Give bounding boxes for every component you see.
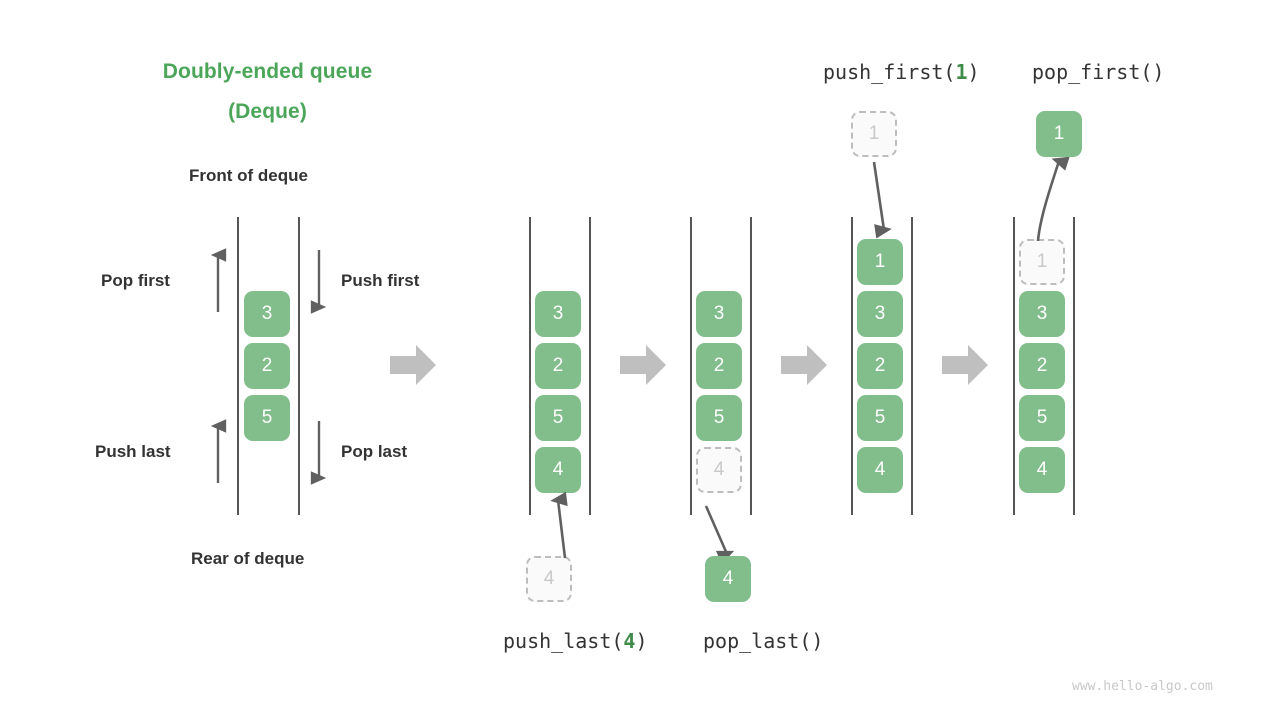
- push-first-input-cell: 1: [851, 111, 897, 157]
- page-title-line2: (Deque): [228, 100, 307, 123]
- step-arrow-icon: [942, 345, 988, 385]
- push-first-label: Push first: [341, 271, 420, 290]
- deque-cell: 3: [857, 291, 903, 337]
- deque-cell: 5: [857, 395, 903, 441]
- deque-rail-col3-right: [911, 217, 913, 515]
- deque-cell: 3: [535, 291, 581, 337]
- step-arrow-icon: [390, 345, 436, 385]
- push-last-arrow-icon: [210, 419, 227, 483]
- deque-cell: 4: [1019, 447, 1065, 493]
- deque-cell: 3: [696, 291, 742, 337]
- deque-cell: 5: [244, 395, 290, 441]
- push-first-arrow-icon: [310, 250, 327, 314]
- deque-cell: 2: [1019, 343, 1065, 389]
- pop-last-caption-name: pop_last(): [703, 629, 824, 653]
- pop-last-output-cell: 4: [705, 556, 751, 602]
- deque-cell: 4: [535, 447, 581, 493]
- pop-first-caption: pop_first(): [1032, 60, 1164, 84]
- deque-cell: 5: [696, 395, 742, 441]
- push-last-label: Push last: [95, 442, 171, 461]
- deque-rail-col2-left: [690, 217, 692, 515]
- deque-rail-col1-right: [589, 217, 591, 515]
- rear-of-deque-label: Rear of deque: [191, 549, 305, 568]
- pop-last-flow-arrow-icon: [704, 505, 735, 565]
- deque-cell: 3: [1019, 291, 1065, 337]
- pop-first-output-cell: 1: [1036, 111, 1082, 157]
- deque-rail-col4-right: [1073, 217, 1075, 515]
- deque-cell: 2: [857, 343, 903, 389]
- pop-first-flow-arrow-icon: [1036, 156, 1070, 242]
- pop-first-arrow-icon: [210, 248, 227, 312]
- deque-cell: 4: [857, 447, 903, 493]
- page-title-line1: Doubly-ended queue: [162, 60, 373, 83]
- push-last-caption-close: ): [635, 629, 648, 653]
- deque-cell: 3: [244, 291, 290, 337]
- deque-cell: 2: [535, 343, 581, 389]
- push-first-caption-name: push_first(: [823, 60, 956, 84]
- step-arrow-icon: [781, 345, 827, 385]
- pop-last-label: Pop last: [341, 442, 408, 461]
- pop-last-caption: pop_last(): [703, 629, 823, 653]
- push-first-caption-arg: 1: [955, 60, 968, 84]
- deque-rail-col2-right: [750, 217, 752, 515]
- push-last-caption: push_last(4): [503, 629, 648, 653]
- deque-cell: 2: [696, 343, 742, 389]
- deque-cell: 2: [244, 343, 290, 389]
- push-first-flow-arrow-icon: [872, 161, 892, 239]
- push-first-caption: push_first(1): [823, 60, 980, 84]
- deque-cell: 1: [1019, 239, 1065, 285]
- front-of-deque-label: Front of deque: [189, 166, 308, 185]
- pop-last-arrow-icon: [310, 421, 327, 485]
- pop-first-label: Pop first: [101, 271, 170, 290]
- push-last-input-cell: 4: [526, 556, 572, 602]
- push-last-flow-arrow-icon: [550, 491, 568, 559]
- deque-rail-col3-left: [851, 217, 853, 515]
- push-last-caption-name: push_last(: [503, 629, 624, 653]
- deque-cell: 5: [1019, 395, 1065, 441]
- deque-rail-left-schematic-right: [298, 217, 300, 515]
- deque-rail-left-schematic-left: [237, 217, 239, 515]
- watermark: www.hello-algo.com: [1072, 679, 1213, 694]
- push-first-caption-close: ): [967, 60, 980, 84]
- deque-rail-col1-left: [529, 217, 531, 515]
- push-last-caption-arg: 4: [623, 629, 636, 653]
- deque-cell: 1: [857, 239, 903, 285]
- pop-first-caption-name: pop_first(): [1032, 60, 1165, 84]
- step-arrow-icon: [620, 345, 666, 385]
- deque-rail-col4-left: [1013, 217, 1015, 515]
- deque-cell: 5: [535, 395, 581, 441]
- deque-cell: 4: [696, 447, 742, 493]
